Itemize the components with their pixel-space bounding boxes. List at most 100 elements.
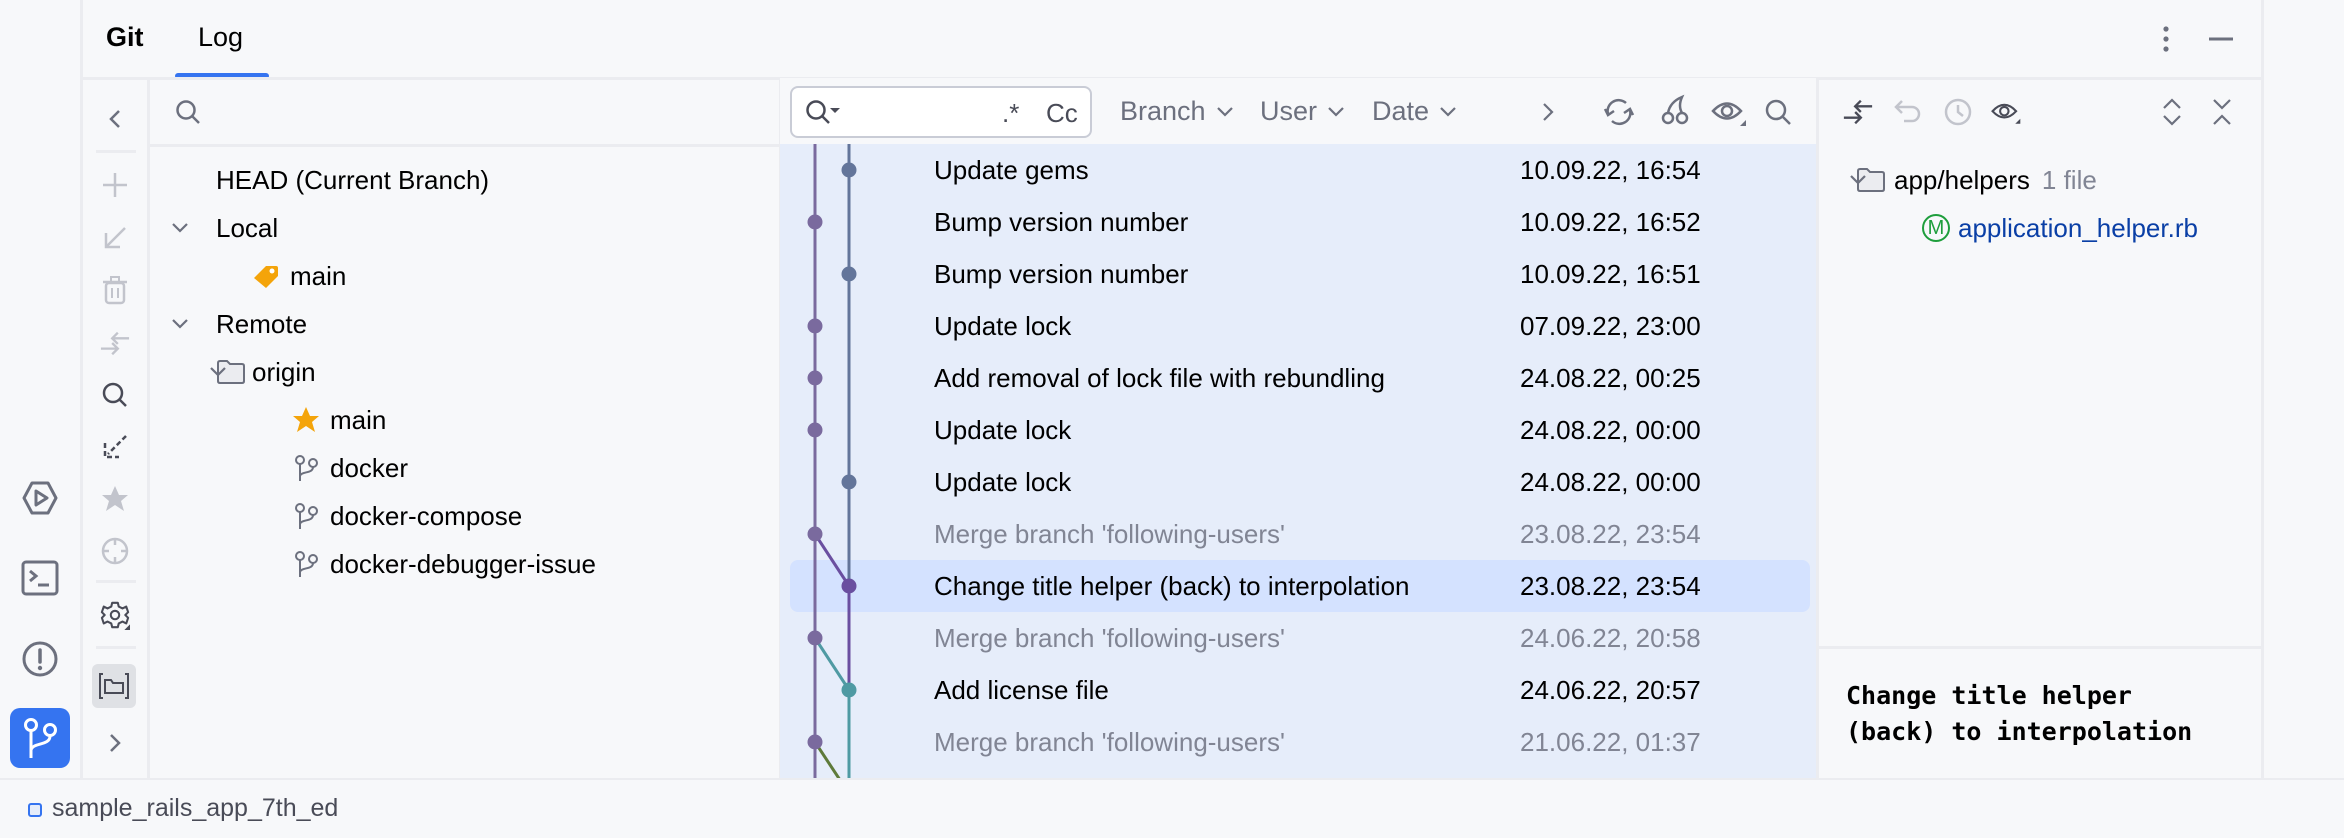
- branch-search-field[interactable]: [148, 78, 780, 146]
- tree-item-remote-branch[interactable]: docker: [292, 444, 408, 492]
- collapse-left-icon: [109, 110, 120, 128]
- commit-message: Change title helper (back) to interpolat…: [934, 571, 1410, 601]
- search-icon: [176, 100, 200, 124]
- tree-node-local[interactable]: Local: [168, 204, 278, 252]
- tree-item-remote-branch[interactable]: docker-compose: [292, 492, 522, 540]
- date-filter[interactable]: Date: [1372, 96, 1457, 127]
- delete-branch-button[interactable]: [100, 275, 130, 305]
- project-breadcrumb[interactable]: sample_rails_app_7th_ed: [52, 794, 339, 822]
- search-branches-button[interactable]: [100, 380, 130, 410]
- chevron-down-icon[interactable]: [206, 360, 230, 384]
- problems-button[interactable]: [10, 629, 70, 689]
- commit-row-selected[interactable]: Change title helper (back) to interpolat…: [790, 560, 1810, 612]
- tab-log[interactable]: Log: [198, 22, 244, 52]
- more-filters-chevron-icon[interactable]: [1540, 100, 1556, 124]
- cherry-pick-icon[interactable]: [1660, 94, 1690, 126]
- collapse-panel-button[interactable]: [100, 104, 130, 134]
- terminal-button[interactable]: [10, 548, 70, 608]
- commit-row[interactable]: Update gems 10.09.22, 16:54: [790, 144, 1810, 196]
- settings-button[interactable]: [100, 600, 130, 630]
- commit-message: Add license file: [934, 675, 1109, 705]
- search-divider: [148, 144, 780, 147]
- revert-icon: [1894, 100, 1921, 123]
- match-case-toggle[interactable]: Cc: [1046, 98, 1078, 128]
- user-filter[interactable]: User: [1260, 96, 1345, 127]
- details-divider[interactable]: [1818, 646, 2262, 649]
- commit-row[interactable]: Update lock 07.09.22, 23:00: [790, 300, 1810, 352]
- compare-button[interactable]: [100, 328, 130, 358]
- tree-item-remote-branch[interactable]: docker-debugger-issue: [292, 540, 596, 588]
- find-icon[interactable]: [1764, 98, 1794, 128]
- view-options-icon[interactable]: [1710, 96, 1748, 128]
- commit-list[interactable]: Update gems 10.09.22, 16:54 Bump version…: [780, 144, 1818, 780]
- commit-row[interactable]: Bump version number 10.09.22, 16:51: [790, 248, 1810, 300]
- minimize-button[interactable]: [2206, 24, 2236, 54]
- tree-item-local-main[interactable]: main: [252, 252, 346, 300]
- commit-row[interactable]: Merge branch 'following-users' 21.06.22,…: [790, 716, 1810, 768]
- commit-full-message: Change title helper (back) to interpolat…: [1846, 681, 2193, 746]
- favorite-button[interactable]: [100, 484, 130, 514]
- branches-toolbar: [82, 78, 148, 780]
- statusbar-divider: [0, 778, 2344, 781]
- commit-date: 10.09.22, 16:51: [1520, 259, 1701, 289]
- expand-all-button[interactable]: [2156, 96, 2188, 128]
- commit-row[interactable]: Add removal of lock file with rebundling…: [790, 352, 1810, 404]
- branch-filter[interactable]: Branch: [1120, 96, 1234, 127]
- regex-toggle[interactable]: .*: [1002, 98, 1020, 128]
- navigate-button[interactable]: [100, 536, 130, 566]
- chevron-down-icon[interactable]: [1846, 168, 1870, 192]
- log-toolbar: .* Cc Branch User Date: [780, 78, 1818, 144]
- search-history-icon[interactable]: [804, 98, 842, 128]
- collapse-all-button[interactable]: [2206, 96, 2238, 128]
- status-bar: sample_rails_app_7th_ed: [0, 780, 2344, 838]
- refresh-icon[interactable]: [1602, 96, 1636, 128]
- commit-row[interactable]: Bump version number 10.09.22, 16:52: [790, 196, 1810, 248]
- local-label: Local: [216, 212, 279, 243]
- log-search-input[interactable]: .* Cc: [790, 86, 1092, 138]
- group-by-repository-button[interactable]: [92, 664, 136, 708]
- commit-date: 07.09.22, 23:00: [1520, 311, 1701, 341]
- new-branch-button[interactable]: [100, 170, 130, 200]
- commit-row[interactable]: Update lock 24.08.22, 00:00: [790, 456, 1810, 508]
- chevron-down-icon[interactable]: [168, 216, 192, 240]
- services-button[interactable]: [10, 468, 70, 528]
- commit-row[interactable]: Merge branch 'following-users' 24.06.22,…: [790, 612, 1810, 664]
- branch-icon: [295, 455, 318, 481]
- folder-icon: [1857, 168, 1885, 192]
- favorite-icon: [102, 486, 128, 511]
- log-changes-divider[interactable]: [1816, 78, 1819, 780]
- changes-folder[interactable]: app/helpers 1 file: [1846, 156, 2097, 204]
- commit-date: 24.06.22, 20:58: [1520, 623, 1701, 653]
- group-by-repo-icon: [99, 673, 129, 699]
- commit-message: Update gems: [934, 155, 1089, 185]
- tab-git[interactable]: Git: [106, 22, 144, 52]
- branch-name: docker-compose: [330, 500, 523, 531]
- compare-changes-button[interactable]: [1842, 96, 1874, 128]
- tree-node-origin[interactable]: origin: [206, 348, 316, 396]
- history-button[interactable]: [1942, 96, 1974, 128]
- expand-panel-button[interactable]: [100, 728, 130, 758]
- compare-icon: [100, 331, 130, 356]
- git-button[interactable]: [10, 708, 70, 768]
- navigate-icon: [101, 537, 129, 565]
- git-branch-icon: [24, 718, 57, 758]
- tree-node-remote[interactable]: Remote: [168, 300, 307, 348]
- commit-row[interactable]: Add license file 24.06.22, 20:57: [790, 664, 1810, 716]
- toolbar-divider: [147, 78, 150, 780]
- update-button[interactable]: [100, 223, 130, 253]
- revert-button[interactable]: [1892, 96, 1924, 128]
- chevron-down-icon: [1328, 106, 1344, 117]
- preview-button[interactable]: [1990, 96, 2022, 128]
- commit-row[interactable]: Merge branch 'following-users' 23.08.22,…: [790, 508, 1810, 560]
- tree-item-head[interactable]: HEAD (Current Branch): [216, 156, 489, 204]
- changed-file[interactable]: M application_helper.rb: [1922, 204, 2198, 252]
- toolbar-separator: [96, 646, 136, 649]
- more-options-button[interactable]: [2158, 24, 2174, 54]
- commit-row[interactable]: Update lock 24.08.22, 00:00: [790, 404, 1810, 456]
- project-icon: [28, 803, 42, 817]
- collapse-all-icon: [2213, 99, 2231, 125]
- fetch-button[interactable]: [100, 432, 130, 462]
- tree-item-remote-branch[interactable]: main: [292, 396, 386, 444]
- chevron-down-icon[interactable]: [168, 312, 192, 336]
- branch-icon: [295, 503, 318, 529]
